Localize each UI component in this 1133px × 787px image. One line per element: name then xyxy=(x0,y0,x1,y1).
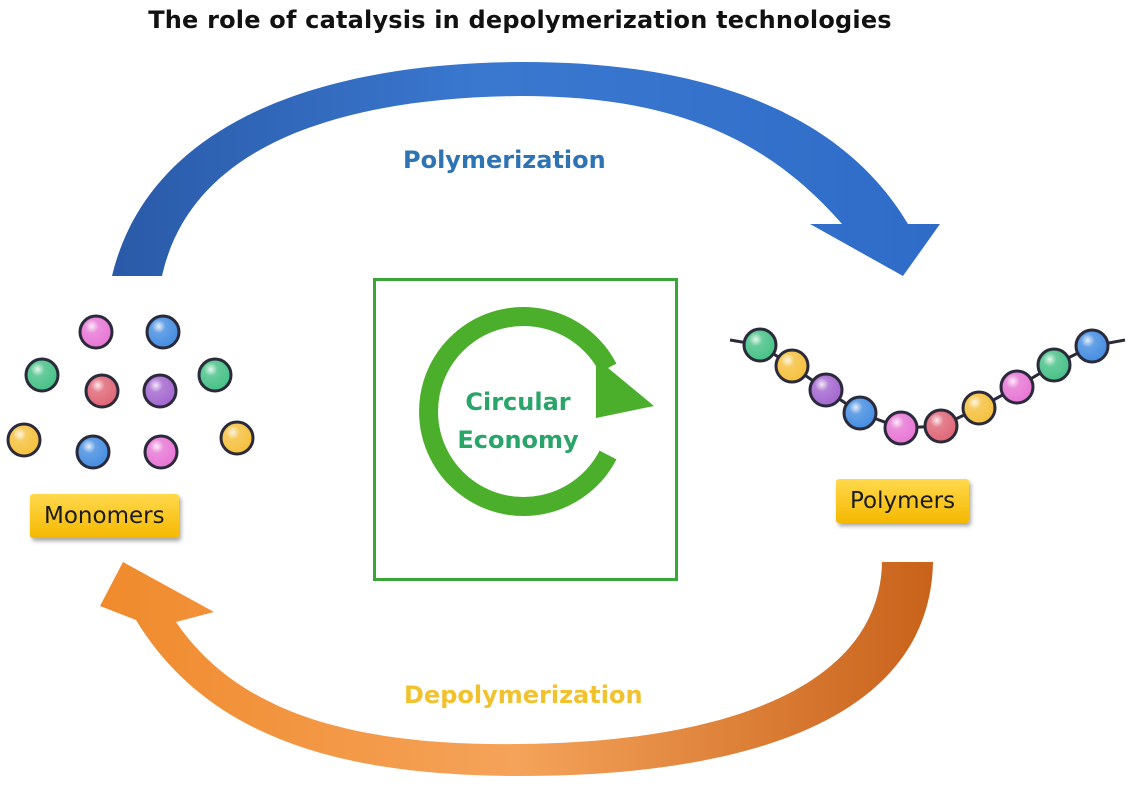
polymer-bead xyxy=(1074,328,1110,364)
circular-economy-label-line2: Economy xyxy=(457,426,579,454)
polymers-tag: Polymers xyxy=(836,479,970,523)
polymer-bead xyxy=(883,410,919,446)
monomer-bead xyxy=(75,434,111,470)
polymer-bead xyxy=(742,327,778,363)
polymer-bead xyxy=(961,390,997,426)
diagram-title: The role of catalysis in depolymerizatio… xyxy=(148,6,892,34)
circular-economy-arrowhead xyxy=(596,358,654,418)
polymer-bead xyxy=(999,369,1035,405)
monomer-bead xyxy=(219,420,255,456)
monomer-bead xyxy=(142,373,178,409)
monomer-bead xyxy=(6,422,42,458)
polymerization-label: Polymerization xyxy=(403,146,606,174)
monomer-beads xyxy=(6,314,255,470)
circular-economy-arrow xyxy=(419,307,617,516)
monomer-bead xyxy=(197,357,233,393)
polymer-bead xyxy=(923,408,959,444)
polymer-bead xyxy=(842,395,878,431)
depolymerization-arrow xyxy=(100,562,933,776)
polymer-bead xyxy=(1036,347,1072,383)
polymer-bead xyxy=(774,348,810,384)
monomers-tag: Monomers xyxy=(30,494,179,538)
polymer-bead xyxy=(808,372,844,408)
monomer-bead xyxy=(143,434,179,470)
polymerization-arrow xyxy=(112,62,940,276)
polymer-chain xyxy=(729,327,1126,446)
monomer-bead xyxy=(24,357,60,393)
monomer-bead xyxy=(145,314,181,350)
depolymerization-label: Depolymerization xyxy=(404,681,643,709)
monomer-bead xyxy=(78,314,114,350)
circular-economy-box xyxy=(373,278,678,581)
circular-economy-label-line1: Circular xyxy=(465,388,571,416)
monomer-bead xyxy=(84,373,120,409)
